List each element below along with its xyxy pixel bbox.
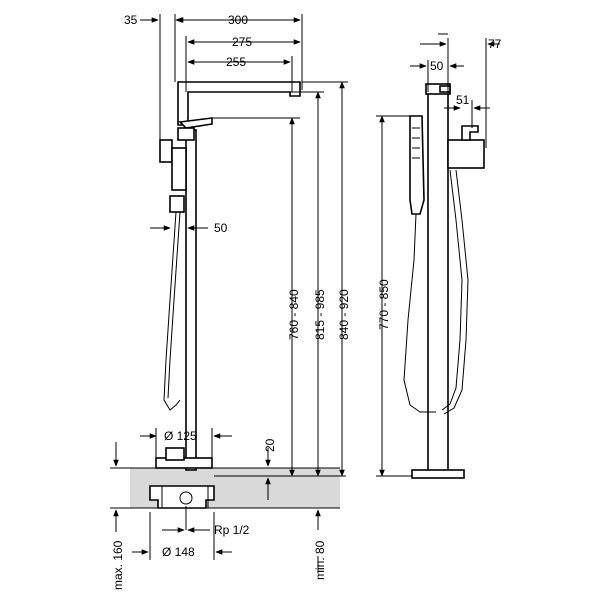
- mounting-body: [149, 485, 215, 509]
- dim-min-80: min. 80: [313, 540, 327, 580]
- side-base: [411, 469, 465, 479]
- dim-50-front: 50: [214, 221, 228, 235]
- dim-300: 300: [228, 13, 248, 27]
- dim-148: Ø 148: [162, 545, 195, 559]
- dim-77: 77: [488, 37, 502, 51]
- dim-rp-thread: Rp 1/2: [214, 523, 250, 537]
- side-mixer: [447, 139, 485, 169]
- dim-35: 35: [124, 13, 138, 27]
- shower-holder: [159, 139, 173, 163]
- dim-770-850: 770 - 850: [377, 279, 391, 330]
- column: [185, 129, 197, 471]
- lever-handle: [178, 117, 213, 129]
- dim-760-840: 760 - 840: [287, 289, 301, 340]
- dim-275: 275: [232, 35, 252, 49]
- dim-255: 255: [226, 55, 246, 69]
- dim-51: 51: [456, 93, 470, 107]
- hose: [163, 211, 181, 411]
- dim-50-side: 50: [430, 59, 444, 73]
- side-hand-shower: [409, 115, 425, 215]
- side-view: 77 50 51 770 - 850: [376, 33, 502, 479]
- dim-20: 20: [263, 438, 277, 452]
- front-view: 35 300 275 255 50 760 - 840 815 - 985 84…: [110, 13, 351, 590]
- dim-815-985: 815 - 985: [313, 289, 327, 340]
- dim-125: Ø 125: [164, 429, 197, 443]
- side-column: [427, 91, 449, 473]
- side-hose: [403, 213, 436, 413]
- dim-840-920: 840 - 920: [337, 289, 351, 340]
- hand-shower: [169, 195, 185, 213]
- dim-max-160: max. 160: [111, 540, 125, 590]
- spout: [177, 81, 301, 126]
